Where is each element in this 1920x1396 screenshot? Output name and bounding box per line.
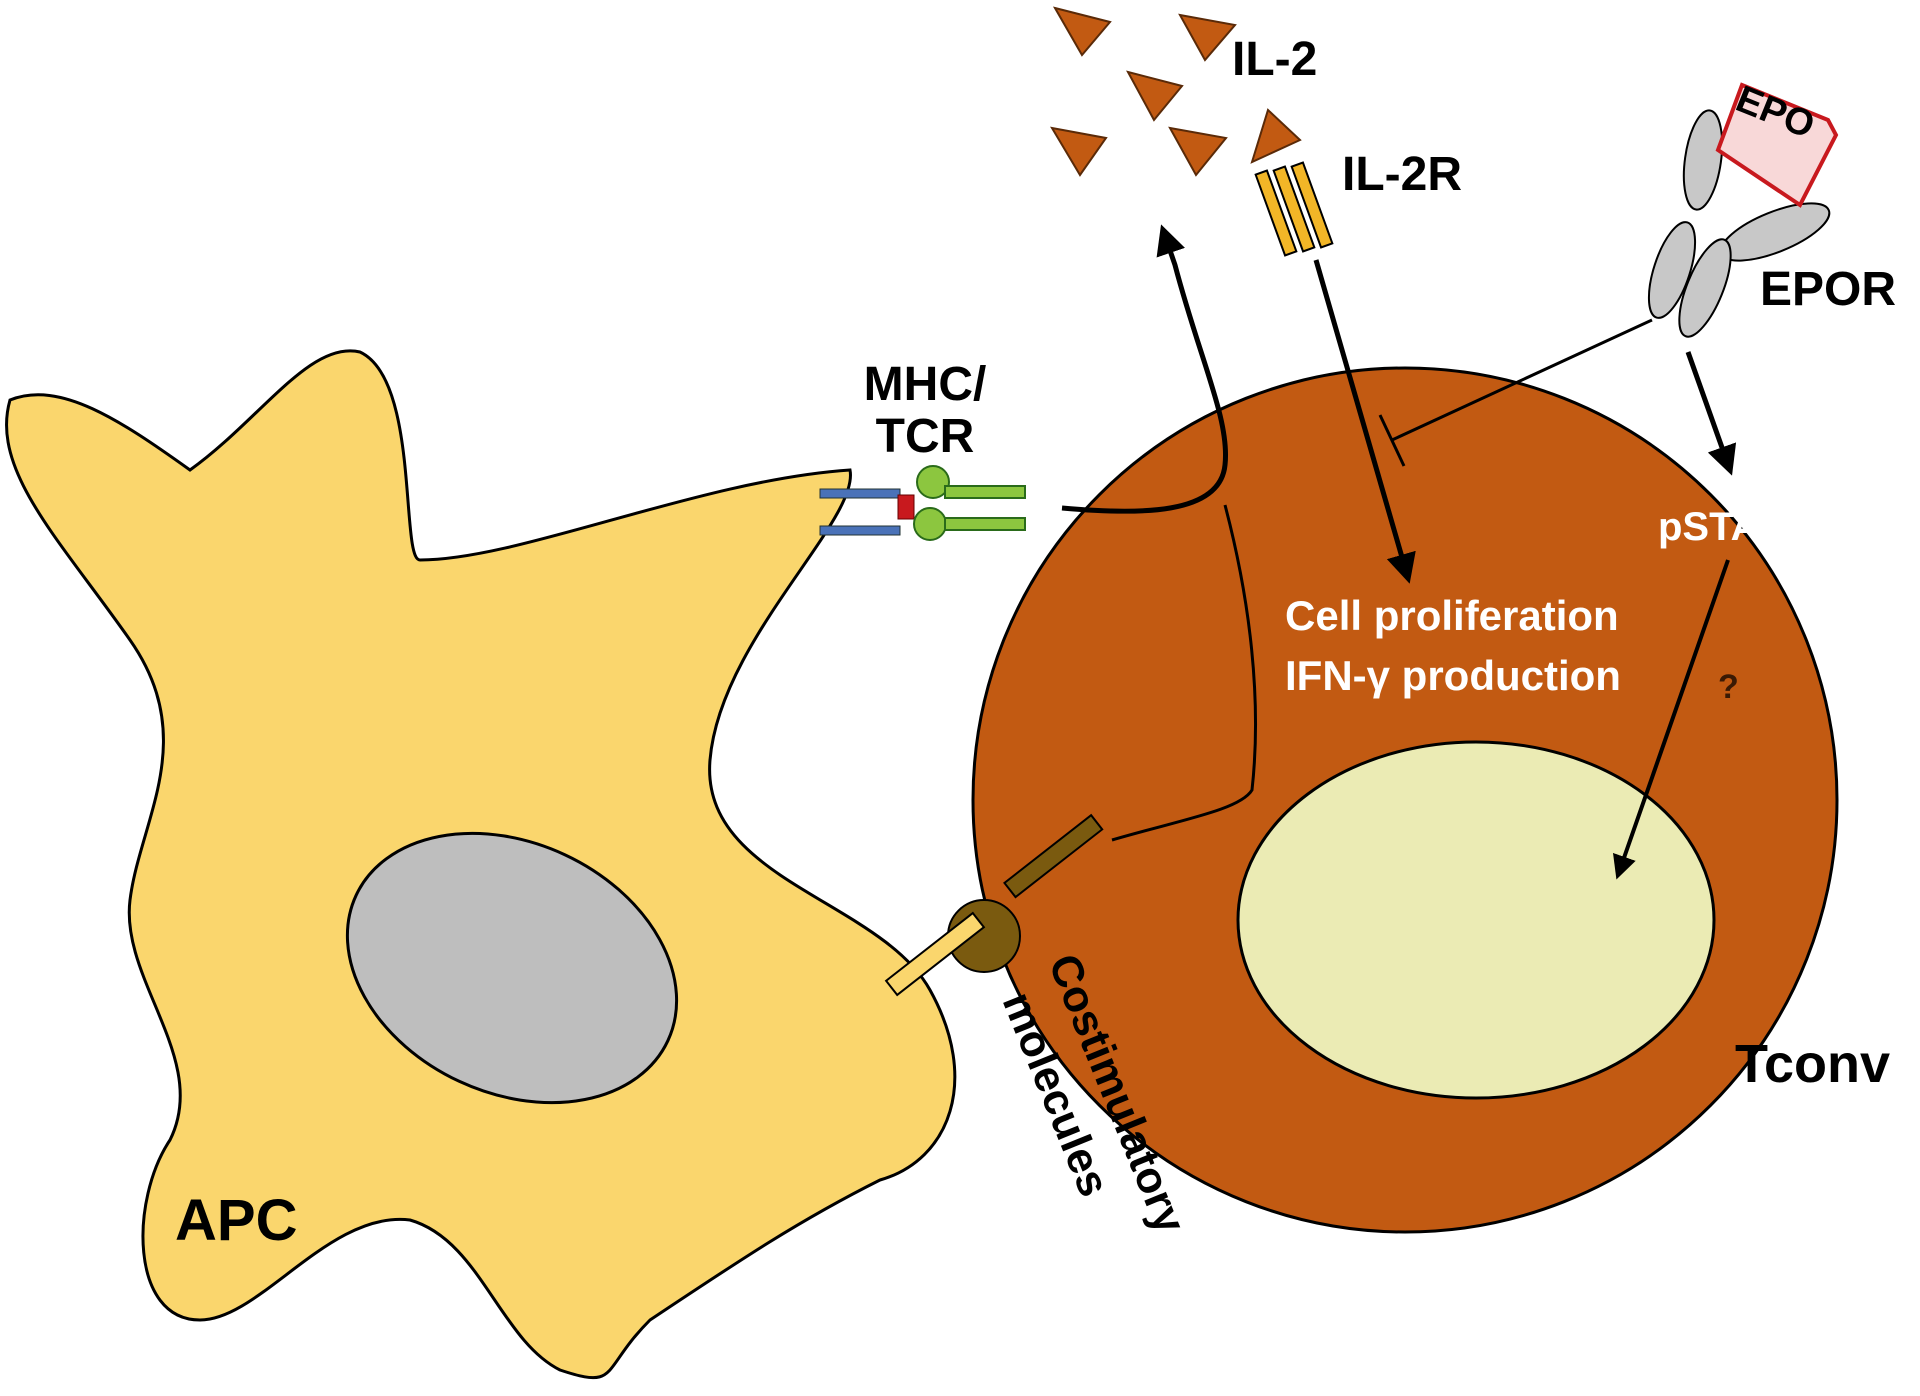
tconv-nucleus (1236, 740, 1716, 1100)
epor-pstat5-arrow (1685, 351, 1737, 476)
costim-signal-curve (1111, 504, 1258, 842)
pstat5-label: pSTAT5 (1658, 505, 1803, 549)
il2-triangle (1250, 108, 1302, 164)
mhc-tcr-complex (819, 465, 1026, 541)
il2r-arrow (1313, 259, 1416, 584)
il2r-receptor (1254, 161, 1334, 257)
mhc-tcr-label-line2: TCR (876, 410, 975, 463)
inhibition-bar (1378, 414, 1406, 467)
pstat5-nucleus-arrow (1613, 559, 1730, 880)
epor-receptor (1647, 109, 1831, 338)
il2-label: IL-2 (1232, 33, 1317, 86)
tcr-signal-curve (1061, 224, 1229, 514)
il2-triangle (1052, 6, 1112, 57)
apc-label: APC (175, 1188, 297, 1253)
tconv-label: Tconv (1735, 1034, 1890, 1094)
epo-molecule (1715, 82, 1839, 208)
outcome-label-line2: IFN-γ production (1285, 652, 1621, 699)
il2-triangle (1050, 126, 1108, 177)
apc-nucleus (345, 831, 679, 1105)
il2-triangle (1126, 70, 1184, 122)
epor-label: EPOR (1760, 263, 1896, 316)
costimulatory-molecules (884, 813, 1104, 997)
mhc-tcr-label-line1: MHC/ (864, 358, 987, 411)
il2-triangle (1178, 13, 1237, 62)
question-mark: ? (1718, 668, 1739, 706)
il2-molecules (1050, 6, 1302, 177)
il2r-label: IL-2R (1342, 148, 1462, 201)
epor-inhibition-line (1391, 318, 1653, 442)
outcome-label-line1: Cell proliferation (1285, 592, 1619, 639)
il2-triangle (1168, 126, 1228, 177)
